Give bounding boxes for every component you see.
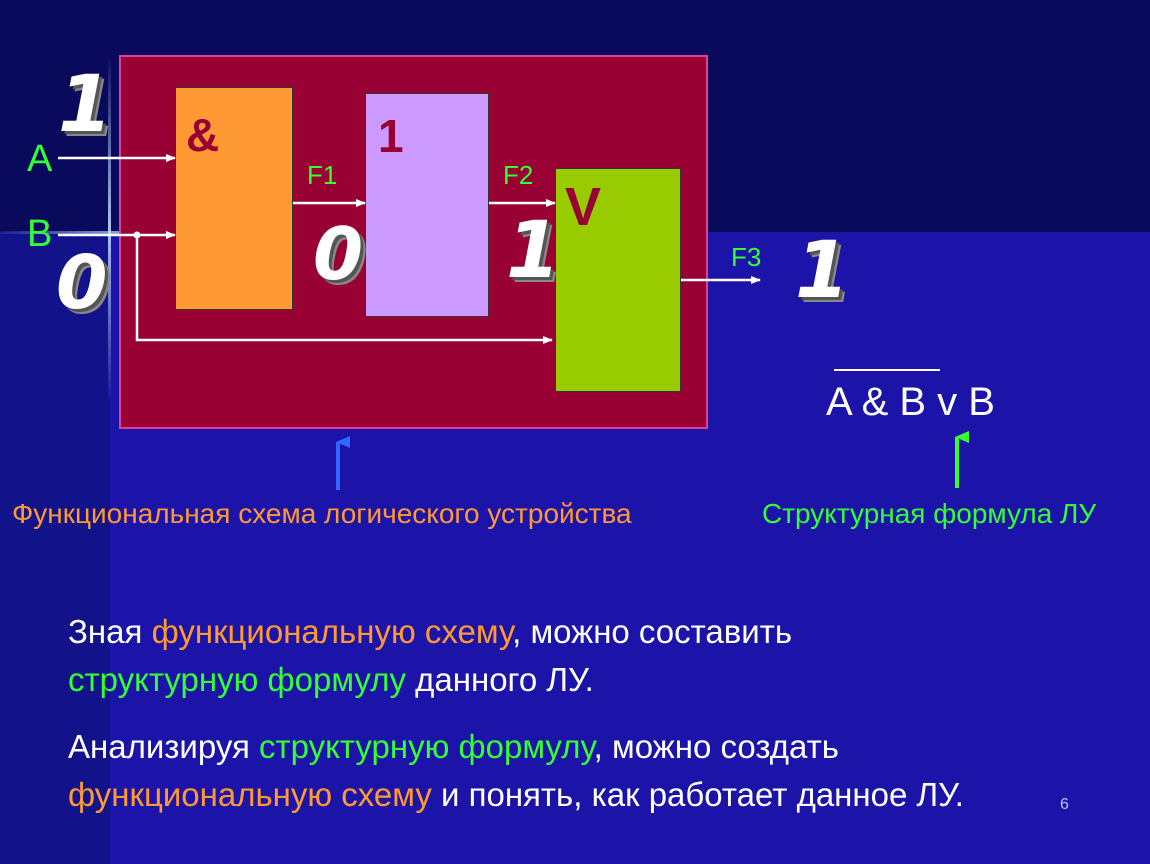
p2-text-3: и понять, как работает данное ЛУ. bbox=[431, 776, 964, 813]
value-f3: 1 bbox=[795, 226, 850, 316]
p2-term-functional: функциональную схему bbox=[68, 776, 432, 813]
value-f2: 1 bbox=[506, 206, 561, 296]
structural-formula: A & B v B bbox=[826, 380, 995, 424]
value-f1: 0 bbox=[313, 212, 364, 296]
and-gate-symbol: & bbox=[186, 109, 220, 161]
negation-overbar bbox=[834, 369, 940, 371]
signal-f2-label: F2 bbox=[503, 160, 534, 190]
value-b: 0 bbox=[56, 240, 108, 326]
paragraph-1: Зная функциональную схему, можно состави… bbox=[68, 608, 1138, 704]
page-number: 6 bbox=[1060, 796, 1069, 813]
or-gate-symbol: V bbox=[565, 177, 602, 237]
input-b-label: B bbox=[27, 213, 53, 255]
p1-term-structural: структурную формулу bbox=[68, 661, 406, 698]
caption-structural-formula: Структурная формула ЛУ bbox=[762, 498, 1097, 529]
not-gate bbox=[365, 93, 489, 317]
p1-term-functional: функциональную схему bbox=[151, 613, 513, 650]
wire-b-to-or bbox=[135, 235, 553, 344]
p1-text-3: данного ЛУ. bbox=[405, 661, 594, 698]
value-a: 1 bbox=[58, 60, 113, 150]
input-a-label: A bbox=[27, 138, 53, 180]
and-gate bbox=[175, 87, 293, 310]
p2-text: Анализируя bbox=[68, 728, 259, 765]
p2-text-2: , можно создать bbox=[593, 728, 839, 765]
or-gate bbox=[555, 168, 681, 392]
p1-text-2: , можно составить bbox=[512, 613, 793, 650]
p2-term-structural: структурную формулу bbox=[259, 728, 594, 765]
signal-f1-label: F1 bbox=[307, 160, 338, 190]
paragraph-2: Анализируя структурную формулу, можно со… bbox=[68, 723, 1138, 819]
p1-text: Зная bbox=[68, 613, 152, 650]
caption-functional-scheme: Функциональная схема логического устройс… bbox=[12, 498, 632, 529]
not-gate-symbol: 1 bbox=[378, 110, 404, 162]
glow-line-vertical bbox=[108, 60, 111, 400]
signal-f3-label: F3 bbox=[731, 242, 762, 272]
background-left bbox=[0, 232, 110, 864]
